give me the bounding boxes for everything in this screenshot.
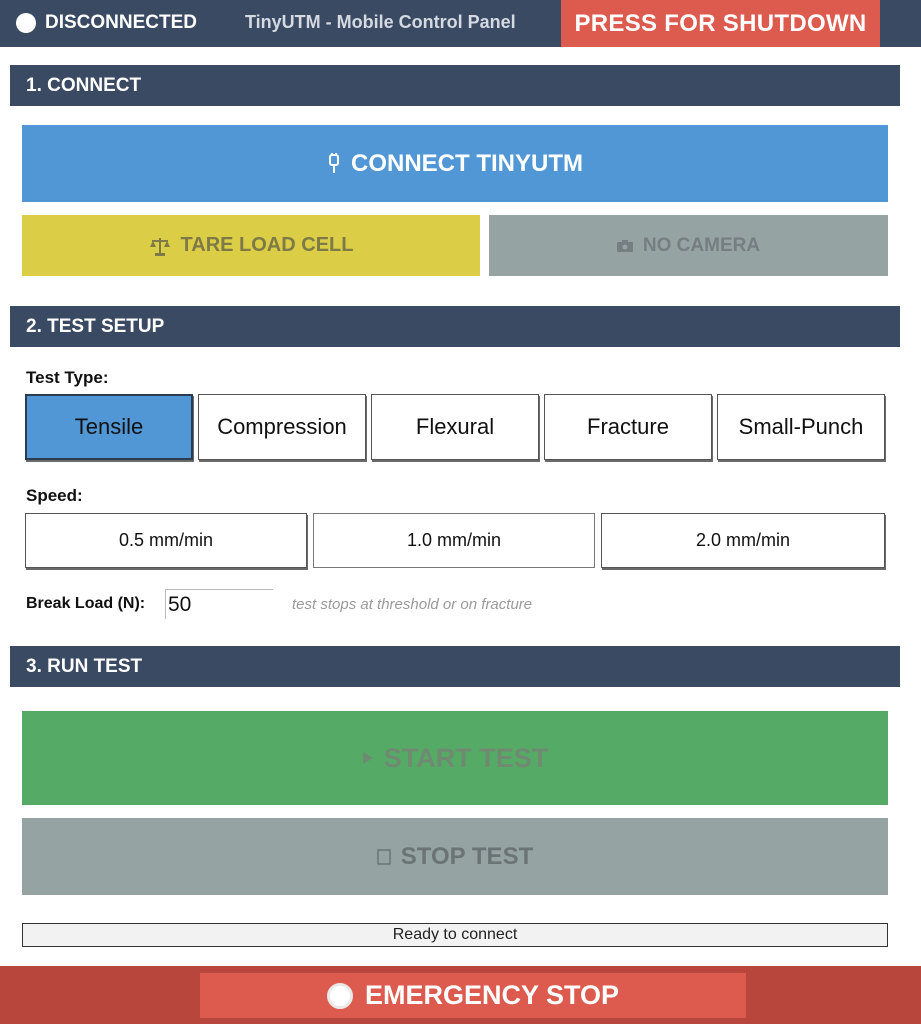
- speed-option-1-0[interactable]: 1.0 mm/min: [313, 513, 595, 568]
- test-type-flexural[interactable]: Flexural: [371, 394, 539, 460]
- stop-icon: [377, 848, 391, 865]
- start-test-button[interactable]: START TEST: [22, 711, 888, 805]
- section-header-connect: 1. CONNECT: [10, 65, 900, 106]
- connection-status-label: DISCONNECTED: [45, 12, 198, 33]
- speed-option-2-0[interactable]: 2.0 mm/min: [601, 513, 885, 568]
- test-type-compression[interactable]: Compression: [198, 394, 366, 460]
- stop-circle-icon: [326, 982, 353, 1009]
- stop-test-button[interactable]: STOP TEST: [22, 818, 888, 895]
- play-icon: [362, 751, 374, 765]
- connection-status: DISCONNECTED: [16, 10, 197, 36]
- shutdown-button[interactable]: PRESS FOR SHUTDOWN: [561, 0, 880, 47]
- break-load-label: Break Load (N):: [26, 595, 146, 612]
- test-type-tensile[interactable]: Tensile: [25, 394, 193, 460]
- status-message: Ready to connect: [22, 923, 888, 947]
- speed-option-0-5[interactable]: 0.5 mm/min: [25, 513, 307, 568]
- no-camera-button[interactable]: NO CAMERA: [489, 215, 888, 276]
- top-bar: DISCONNECTED TinyUTM - Mobile Control Pa…: [0, 0, 921, 47]
- section-header-test-setup: 2. TEST SETUP: [10, 306, 900, 347]
- emergency-stop-button[interactable]: EMERGENCY STOP: [200, 973, 746, 1018]
- connect-button[interactable]: CONNECT TINYUTM: [22, 125, 888, 202]
- app-title: TinyUTM - Mobile Control Panel: [245, 12, 516, 32]
- status-indicator-icon: [16, 13, 36, 33]
- connect-button-label: CONNECT TINYUTM: [351, 149, 583, 177]
- test-type-small-punch[interactable]: Small-Punch: [717, 394, 885, 460]
- test-type-label: Test Type:: [26, 368, 109, 387]
- emergency-stop-label: EMERGENCY STOP: [364, 980, 620, 1010]
- camera-icon: [616, 239, 633, 252]
- section-header-run-test: 3. RUN TEST: [10, 646, 900, 687]
- break-load-hint: test stops at threshold or on fracture: [292, 596, 533, 613]
- tare-load-cell-button[interactable]: TARE LOAD CELL: [22, 215, 480, 276]
- test-type-fracture[interactable]: Fracture: [544, 394, 712, 460]
- tare-button-label: TARE LOAD CELL: [180, 234, 354, 256]
- plug-icon: [327, 152, 341, 175]
- break-load-input[interactable]: [165, 589, 273, 619]
- start-test-label: START TEST: [383, 742, 549, 773]
- camera-button-label: NO CAMERA: [642, 234, 761, 256]
- scale-icon: [149, 236, 171, 256]
- speed-label: Speed:: [26, 486, 83, 505]
- stop-test-label: STOP TEST: [400, 842, 534, 870]
